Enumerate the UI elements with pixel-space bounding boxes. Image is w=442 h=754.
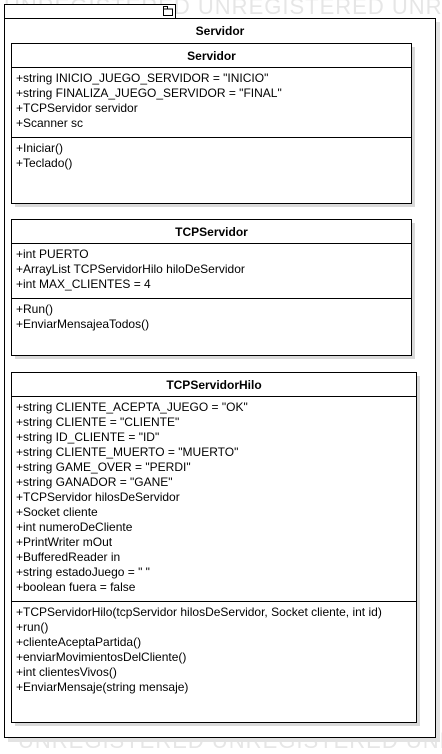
attributes-compartment: +string CLIENTE_ACEPTA_JUEGO = "OK" +str…	[12, 397, 416, 602]
attribute-row[interactable]: +boolean fuera = false	[16, 580, 136, 594]
operations-compartment: +TCPServidorHilo(tcpServidor hilosDeServ…	[12, 602, 416, 695]
attribute-row[interactable]: +BufferedReader in	[16, 550, 121, 564]
attribute-row[interactable]: +ArrayList TCPServidorHilo hiloDeServido…	[16, 262, 245, 276]
operation-row[interactable]: +EnviarMensaje(string mensaje)	[16, 680, 189, 694]
operation-row[interactable]: +int clientesVivos()	[16, 665, 117, 679]
attributes-compartment: +int PUERTO +ArrayList TCPServidorHilo h…	[12, 244, 411, 299]
package-icon	[163, 6, 173, 16]
operation-row[interactable]: +run()	[16, 620, 49, 634]
class-name: TCPServidor	[12, 220, 411, 244]
package-tab[interactable]	[4, 4, 176, 19]
attribute-row[interactable]: +int numeroDeCliente	[16, 520, 133, 534]
class-name: TCPServidorHilo	[12, 373, 416, 397]
attribute-row[interactable]: +string FINALIZA_JUEGO_SERVIDOR = "FINAL…	[16, 86, 282, 100]
attribute-row[interactable]: +TCPServidor hilosDeServidor	[16, 490, 180, 504]
attribute-row[interactable]: +string INICIO_JUEGO_SERVIDOR = "INICIO"	[16, 71, 269, 85]
class-tcpservidorhilo[interactable]: TCPServidorHilo +string CLIENTE_ACEPTA_J…	[11, 372, 417, 723]
operations-compartment: +Run() +EnviarMensajeaTodos()	[12, 299, 411, 332]
attribute-row[interactable]: +string GANADOR = "GANE"	[16, 475, 173, 489]
attribute-row[interactable]: +int PUERTO	[16, 247, 89, 261]
attribute-row[interactable]: +string GAME_OVER = "PERDI"	[16, 460, 191, 474]
attribute-row[interactable]: +string estadoJuego = " "	[16, 565, 150, 579]
attribute-row[interactable]: +TCPServidor servidor	[16, 101, 138, 115]
attribute-row[interactable]: +Scanner sc	[16, 116, 84, 130]
class-servidor[interactable]: Servidor +string INICIO_JUEGO_SERVIDOR =…	[11, 43, 412, 204]
attributes-compartment: +string INICIO_JUEGO_SERVIDOR = "INICIO"…	[12, 68, 411, 138]
attribute-row[interactable]: +string CLIENTE_MUERTO = "MUERTO"	[16, 445, 239, 459]
attribute-row[interactable]: +string CLIENTE = "CLIENTE"	[16, 415, 180, 429]
operation-row[interactable]: +EnviarMensajeaTodos()	[16, 317, 150, 331]
operation-row[interactable]: +Run()	[16, 302, 54, 316]
operation-row[interactable]: +clienteAceptaPartida()	[16, 635, 142, 649]
attribute-row[interactable]: +int MAX_CLIENTES = 4	[16, 277, 151, 291]
operations-compartment: +Iniciar() +Teclado()	[12, 138, 411, 171]
operation-row[interactable]: +enviarMovimientosDelCliente()	[16, 650, 187, 664]
operation-row[interactable]: +Teclado()	[16, 156, 73, 170]
operation-row[interactable]: +Iniciar()	[16, 141, 64, 155]
attribute-row[interactable]: +string ID_CLIENTE = "ID"	[16, 430, 160, 444]
attribute-row[interactable]: +PrintWriter mOut	[16, 535, 113, 549]
class-tcpservidor[interactable]: TCPServidor +int PUERTO +ArrayList TCPSe…	[11, 219, 412, 356]
operation-row[interactable]: +TCPServidorHilo(tcpServidor hilosDeServ…	[16, 605, 382, 619]
class-name: Servidor	[12, 44, 411, 68]
package-title: Servidor	[195, 24, 245, 38]
attribute-row[interactable]: +string CLIENTE_ACEPTA_JUEGO = "OK"	[16, 400, 248, 414]
attribute-row[interactable]: +Socket cliente	[16, 505, 98, 519]
